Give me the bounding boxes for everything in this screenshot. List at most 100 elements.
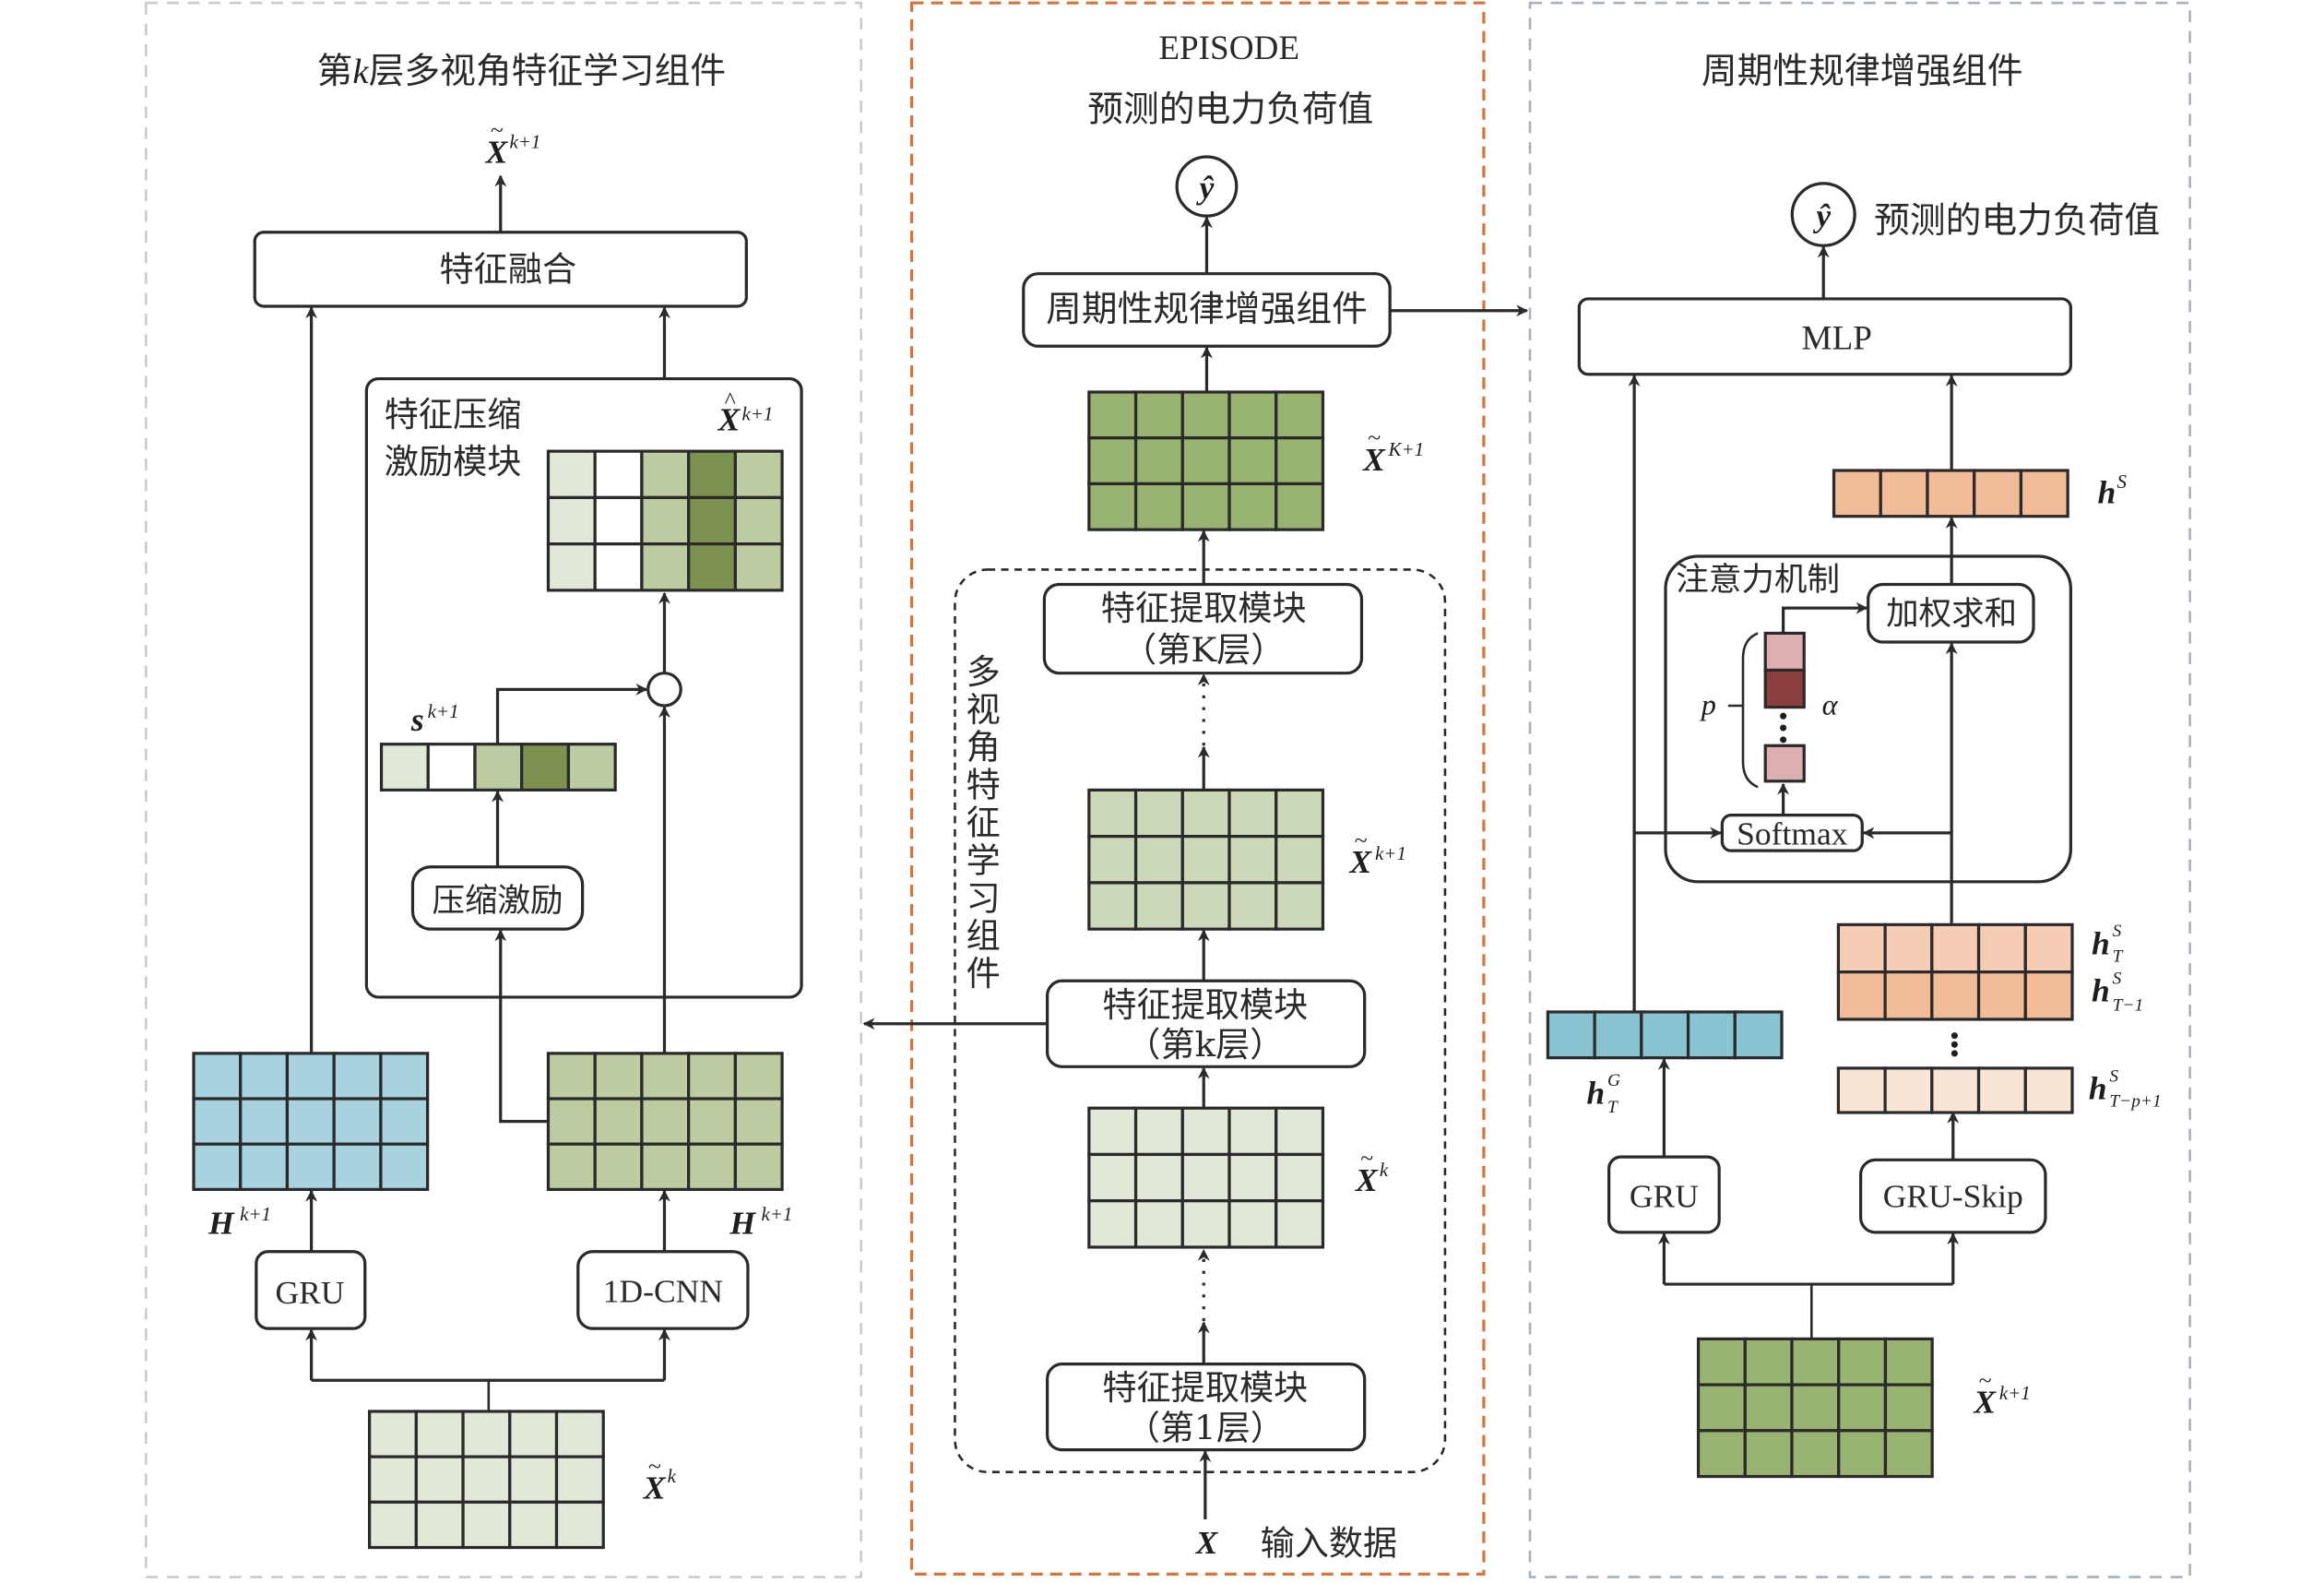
grid-cell [1837,1337,1888,1387]
x-k-grid [1087,1106,1325,1249]
svg-text:X: X [643,1470,667,1506]
grid-cell [1275,436,1325,486]
grid-cell [546,449,597,499]
alpha-dots [1780,712,1787,744]
right-gru-box [1607,1155,1721,1234]
xhat-grid [546,449,784,592]
se-module-title-2: 激励模块 [385,442,522,482]
grid-cell [368,1500,418,1550]
hG-vector [1546,1010,1784,1060]
grid-cell [1686,1010,1737,1060]
left-panel: 第k层多视角特征学习组件 X ~ k+1 特征融合 特征压缩 激励模块 X ^ … [192,51,803,1550]
cnn-label: 1D-CNN [603,1272,723,1309]
grid-cell [687,449,737,499]
grid-cell [1133,436,1184,486]
grid-cell [554,1455,605,1504]
grid-cell [1883,1383,1934,1433]
gru-skip-box [1859,1158,2047,1234]
vertical-label-char: 征 [966,803,1001,843]
svg-text:h: h [1586,1075,1605,1112]
grid-cell [640,1097,691,1146]
module-1-box [1046,1363,1367,1452]
grid-cell [1837,1429,1888,1479]
grid-cell [461,1500,512,1550]
grid-cell [687,542,737,592]
grid-cell [1275,482,1325,531]
vertical-label-char: 习 [966,878,1001,918]
grid-cell [368,1455,418,1504]
grid-cell [1883,922,1934,974]
p-label: p [1700,688,1716,721]
vertical-label-char: 学 [966,841,1001,881]
svg-text:H: H [208,1205,235,1242]
grid-cell [1275,835,1325,885]
input-xk-grid [368,1410,605,1550]
module-K-line2: （第K层） [1122,630,1285,670]
xK-label: X ~ K+1 [1362,424,1424,478]
middle-output-caption: 预测的电力负荷值 [1087,89,1373,131]
gru-skip-label: GRU-Skip [1883,1178,2023,1215]
grid-cell [192,1142,243,1192]
grid-cell [640,495,691,546]
grid-cell [1180,436,1231,486]
grid-cell [1180,835,1231,885]
grid-cell [192,1097,243,1146]
module-k-line1: 特征提取模块 [1102,985,1308,1025]
grid-cell [1087,835,1138,885]
svg-text:k+1: k+1 [1375,842,1406,864]
alpha-cell [1763,744,1806,783]
xk1-label: X ~ k+1 [1349,827,1406,880]
svg-text:G: G [1607,1071,1620,1090]
grid-cell [1087,1199,1138,1249]
grid-cell [1832,469,1882,518]
grid-cell [379,743,430,792]
input-symbol: X [1195,1524,1219,1561]
right-panel: 周期性规律增强组件 ŷ 预测的电力负荷值 MLP h S 注意力机制 加权求和 … [1546,51,2162,1479]
grid-cell [1743,1337,1794,1387]
grid-cell [1227,436,1278,486]
grid-cell [1087,1152,1138,1203]
grid-cell [733,1052,784,1101]
grid-cell [1696,1337,1747,1387]
hTp-label: h S T−p+1 [2089,1066,2162,1111]
svg-text:~: ~ [1978,1366,1991,1393]
hTp-vector [1836,1066,2074,1114]
svg-text:k+1: k+1 [1999,1382,2031,1404]
softmax-label: Softmax [1737,815,1848,852]
hs-dots [1951,1032,1958,1057]
xk-label: X ~ k [1355,1145,1389,1198]
grid-cell [1180,390,1231,440]
grid-cell [640,1142,691,1192]
grid-cell [414,1500,465,1550]
grid-cell [473,743,524,792]
softmax-box [1720,814,1864,852]
grid-cell [239,1052,290,1101]
grid-cell [1133,881,1184,931]
right-input-grid [1696,1337,1934,1479]
grid-cell [1696,1429,1747,1479]
grid-cell [687,1052,737,1101]
grid-cell [332,1142,383,1192]
mlp-label: MLP [1802,320,1872,358]
grid-cell [1275,881,1325,931]
grid-cell [687,1097,737,1146]
svg-text:h: h [2089,1070,2107,1107]
grid-cell [414,1455,465,1504]
grid-cell [1227,390,1278,440]
grid-cell [1593,1010,1643,1060]
right-panel-title: 周期性规律增强组件 [1702,51,2023,92]
grid-cell [1883,970,1934,1021]
hs-vector [1832,469,2069,518]
svg-text:X: X [485,134,509,171]
module-k-line2: （第k层） [1126,1025,1284,1065]
svg-text:T: T [2113,946,2124,966]
grid-cell [508,1455,559,1504]
grid-cell [1180,1152,1231,1203]
grid-cell [1133,1199,1184,1249]
grid-cell [1133,1152,1184,1203]
grid-cell [733,542,784,592]
grid-cell [1546,1010,1596,1060]
grid-cell [566,743,617,792]
grid-cell [368,1410,418,1458]
